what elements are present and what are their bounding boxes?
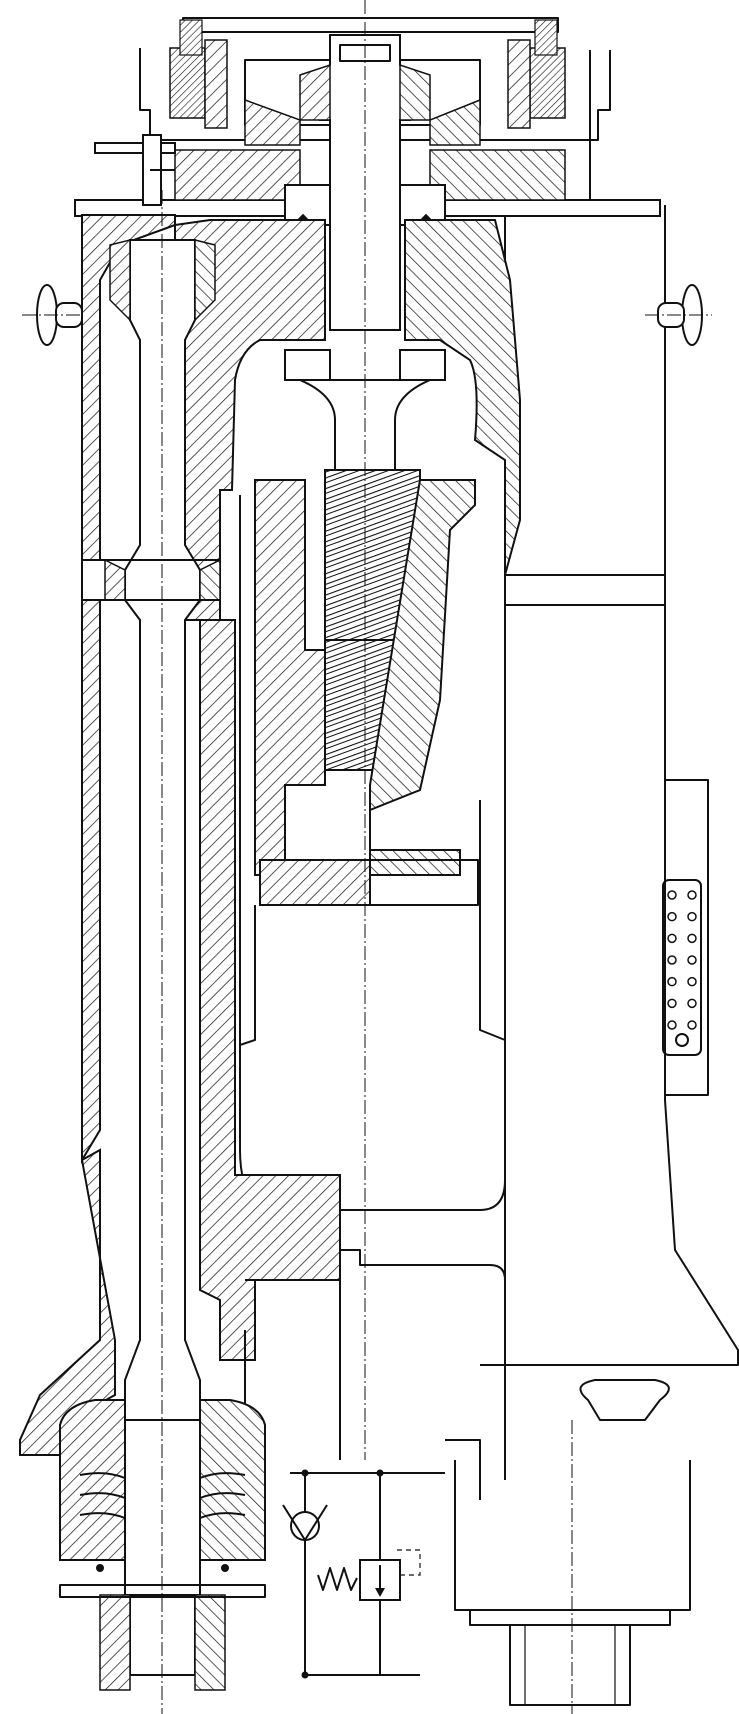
terminal-pins: [667, 890, 697, 1047]
hydraulic-circuit: [290, 1469, 445, 1679]
terminal-pin-hole: [687, 890, 697, 900]
outer-left-contour: [81, 215, 220, 1160]
terminal-pin-hole: [687, 911, 697, 922]
terminal-pin-hole: [667, 911, 677, 922]
top-left-bracket: [94, 134, 176, 206]
terminal-pin-hole: [667, 1020, 677, 1030]
left-wall-casting: [19, 214, 341, 1456]
terminal-pin-hole: [667, 933, 677, 944]
lower-housing: [244, 1249, 506, 1500]
terminal-block: [662, 779, 709, 1096]
nut-carriage: [254, 479, 479, 906]
terminal-pin-hole: [687, 998, 697, 1009]
terminal-pin-hole: [687, 955, 697, 965]
terminal-pin-hole: [667, 955, 677, 965]
check-valve-symbol: [282, 1504, 328, 1541]
rotor-disc: [244, 59, 481, 146]
terminal-pin-hole: [687, 933, 697, 944]
terminal-pin-hole: [667, 976, 677, 987]
terminal-pin-hole: [667, 890, 677, 900]
terminal-pin-hole: [687, 1020, 697, 1030]
ground-terminal-hole: [675, 1033, 689, 1047]
terminal-pin-hole: [667, 998, 677, 1009]
terminal-pin-hole: [687, 976, 697, 987]
pressure-relief-valve-symbol: [317, 1549, 421, 1601]
upper-bearing: [284, 184, 446, 226]
centre-lines: [161, 0, 573, 1714]
stator-windings: [169, 19, 566, 129]
bottom-spring-cushion: [59, 1399, 266, 1691]
